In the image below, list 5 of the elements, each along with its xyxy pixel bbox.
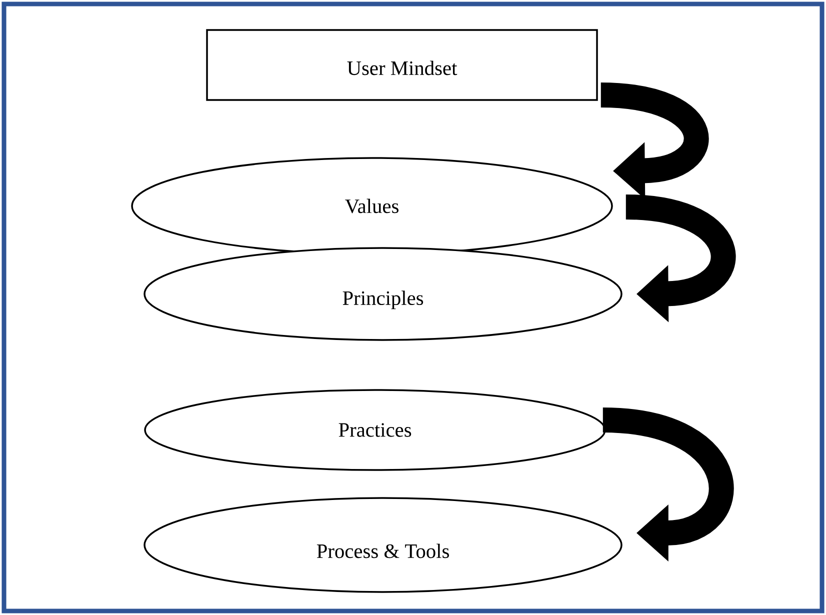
ellipse-node: Principles bbox=[144, 247, 622, 341]
ellipse-node: Practices bbox=[144, 389, 606, 471]
ellipse-node: Values bbox=[131, 157, 613, 255]
process-box: User Mindset bbox=[206, 29, 598, 101]
ellipse-node: Process & Tools bbox=[144, 497, 622, 593]
